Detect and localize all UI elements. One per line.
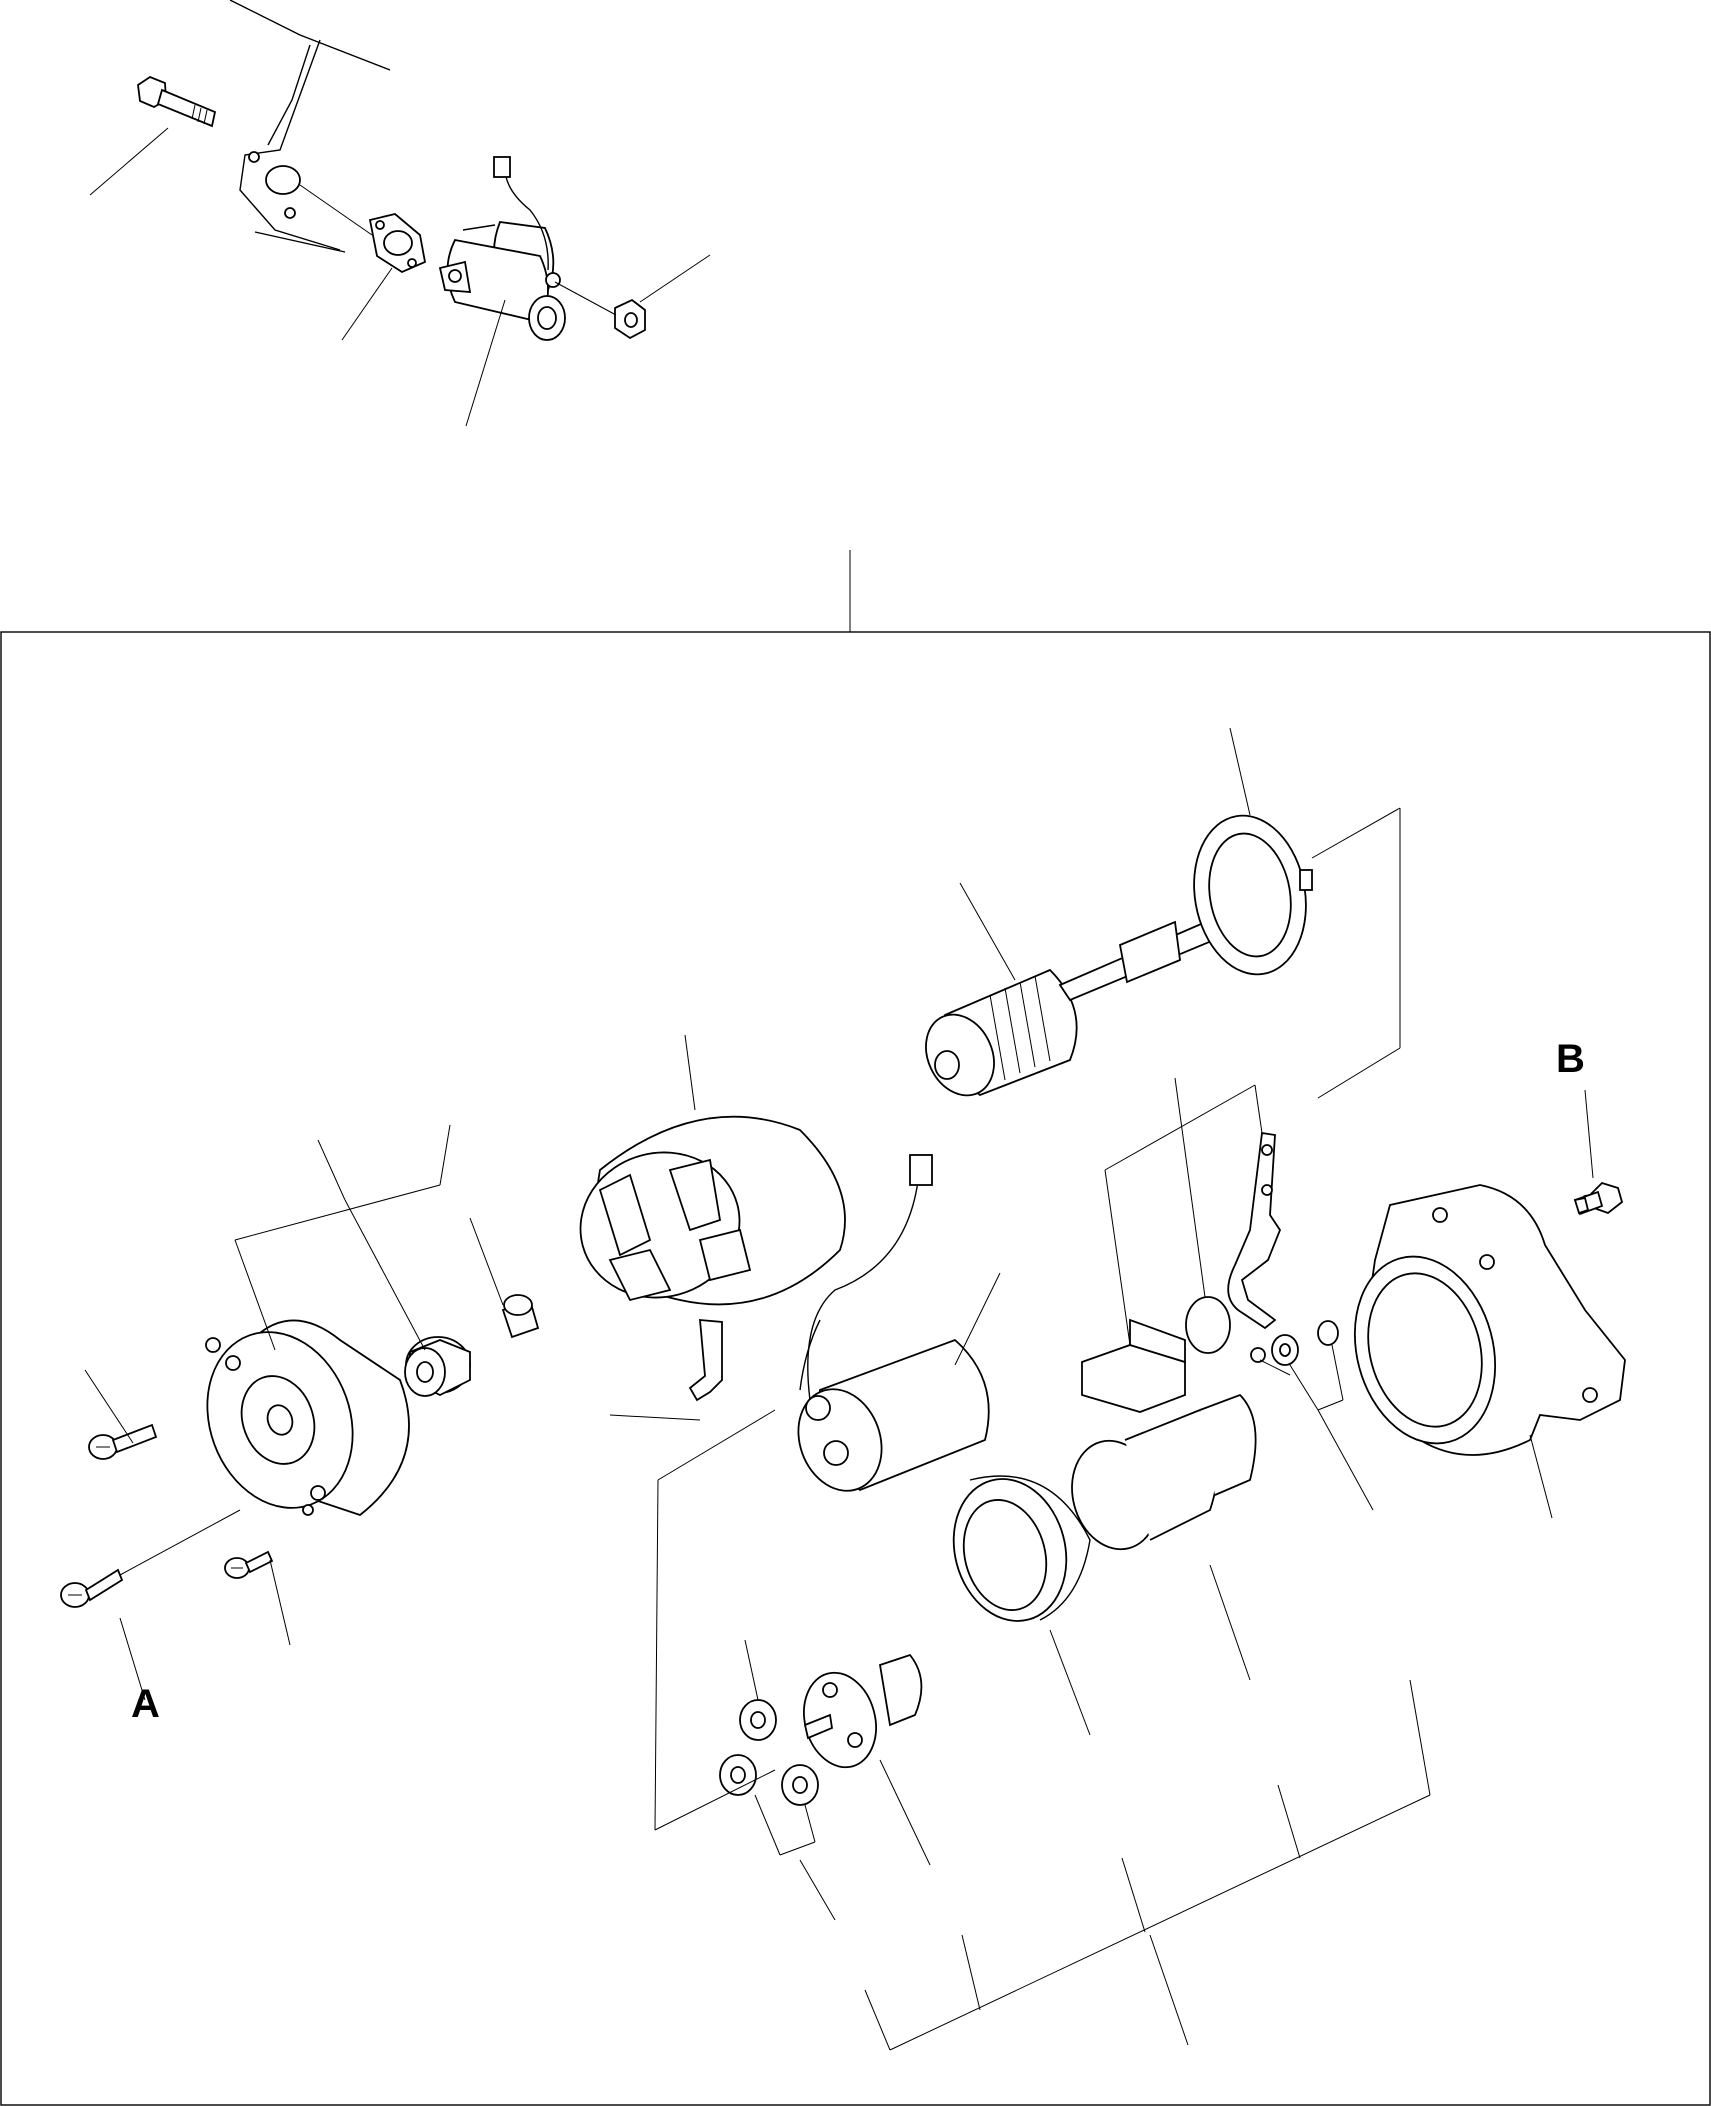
armature — [925, 903, 1252, 1097]
small-screw — [224, 1550, 274, 1579]
callout-a: A — [131, 1682, 160, 1726]
tapping-screw-a — [60, 1568, 124, 1608]
starter-motor-assembly — [438, 156, 566, 341]
yoke-field-frame — [579, 1115, 846, 1306]
seal-ring — [1185, 1296, 1231, 1354]
magnetic-switch — [797, 1154, 990, 1492]
housing-bolt-b — [1573, 1181, 1624, 1216]
packing-block — [1081, 1318, 1186, 1413]
engine-mounting-housing — [229, 0, 391, 253]
overrunning-clutch — [1071, 1393, 1257, 1551]
through-bolt-screw — [88, 1423, 158, 1460]
brush-spring — [688, 1319, 723, 1402]
plug-bush — [501, 1294, 540, 1339]
front-housing — [1353, 1184, 1626, 1456]
snap-ring — [1317, 1320, 1339, 1346]
internal-gear — [952, 1475, 1091, 1622]
brush-holder-plate — [1193, 814, 1313, 976]
stop-collar — [1271, 1334, 1299, 1366]
planet-gear-1 — [739, 1699, 777, 1741]
hex-nut — [614, 298, 646, 340]
gasket-plate — [368, 213, 427, 274]
planet-carrier-shaft — [803, 1653, 923, 1769]
steel-ball — [1250, 1347, 1266, 1363]
leader-lines — [84, 727, 1594, 2051]
mounting-bolt — [137, 75, 217, 128]
planet-gear-2 — [719, 1754, 757, 1796]
installation-view — [89, 0, 851, 632]
rear-end-cover — [205, 1319, 410, 1517]
installation-leader-lines — [89, 127, 851, 632]
shift-lever — [1227, 1131, 1282, 1330]
exploded-view-frame — [0, 631, 1711, 2106]
callout-b: B — [1556, 1037, 1585, 1081]
exploded-starter-view: A B — [60, 727, 1626, 2051]
bearing — [404, 1336, 471, 1397]
planet-gear-3 — [781, 1764, 819, 1806]
